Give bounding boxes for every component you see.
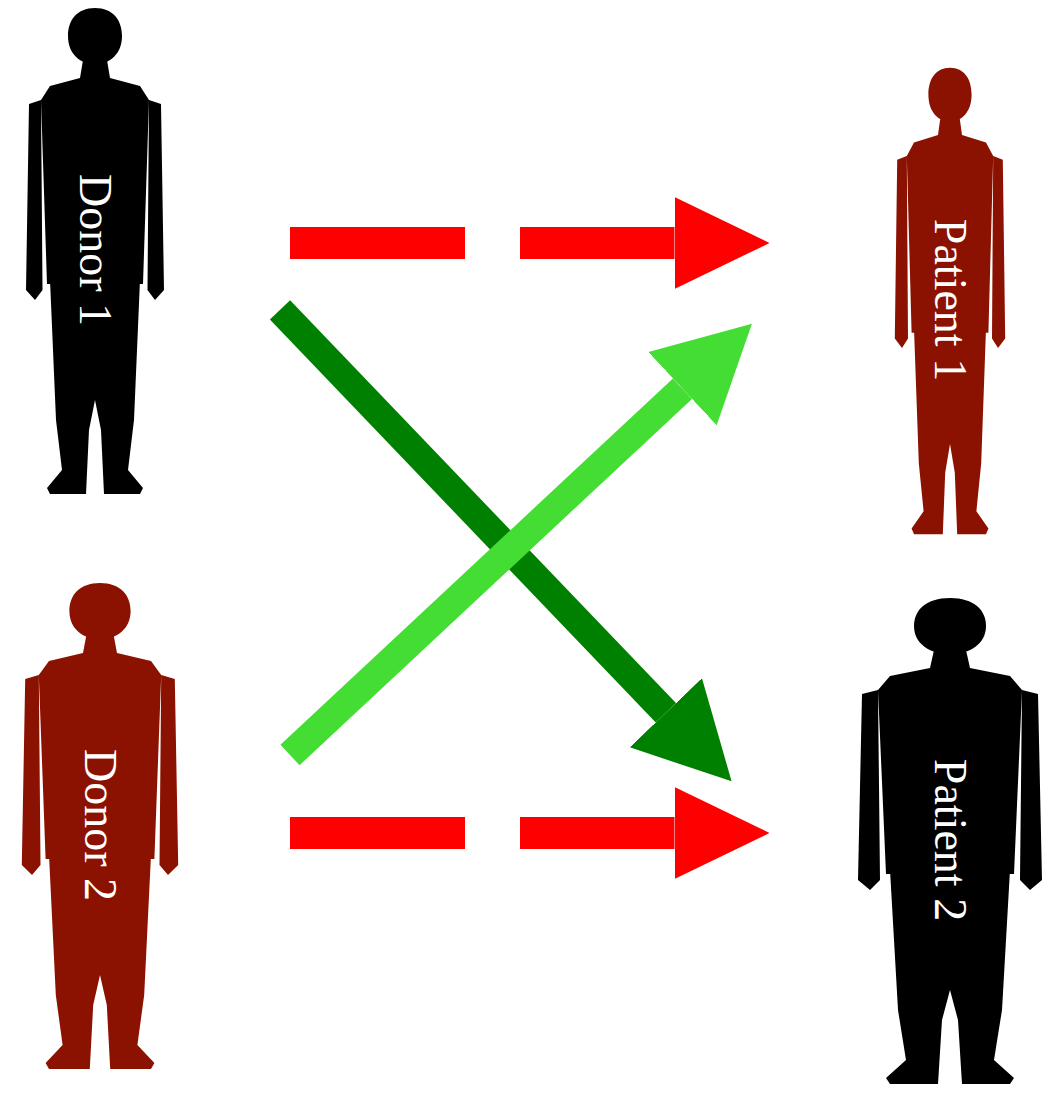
person-node: Donor 1 bbox=[20, 0, 170, 500]
person-node: Donor 2 bbox=[15, 575, 185, 1075]
person-silhouette bbox=[20, 0, 170, 500]
silhouette-outline bbox=[22, 583, 178, 1069]
match-arrow bbox=[290, 389, 682, 755]
person-label: Donor 1 bbox=[72, 174, 118, 326]
person-silhouette bbox=[15, 575, 185, 1075]
broken-arrow bbox=[290, 227, 675, 259]
person-node: Patient 2 bbox=[850, 590, 1050, 1090]
person-label: Patient 1 bbox=[927, 219, 973, 381]
silhouette-outline bbox=[895, 68, 1005, 535]
person-node: Patient 1 bbox=[890, 60, 1010, 540]
silhouette-outline bbox=[26, 8, 164, 494]
person-silhouette bbox=[890, 60, 1010, 540]
silhouette-outline bbox=[858, 598, 1042, 1084]
person-label: Patient 2 bbox=[927, 759, 973, 921]
match-arrow bbox=[280, 310, 666, 713]
broken-arrow bbox=[290, 817, 675, 849]
person-label: Donor 2 bbox=[77, 749, 123, 901]
person-silhouette bbox=[850, 590, 1050, 1090]
